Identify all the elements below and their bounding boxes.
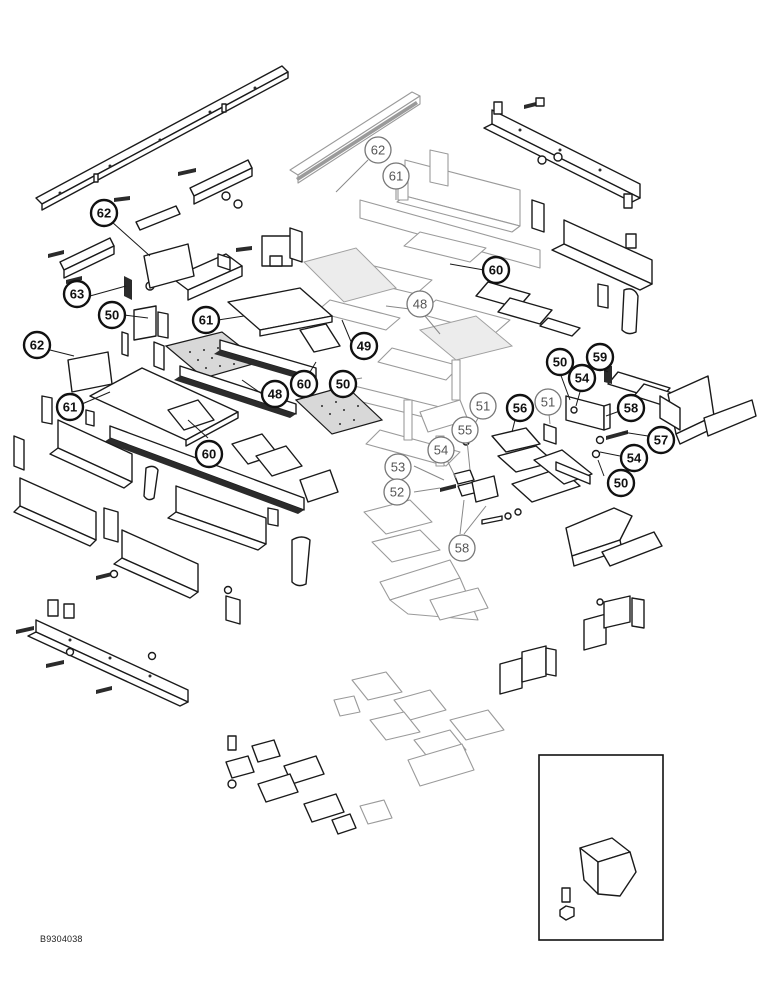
callout-50: 50 (328, 369, 358, 399)
callout-61: 61 (191, 305, 221, 335)
svg-text:50: 50 (105, 308, 119, 323)
callout-58: 58 (448, 534, 476, 562)
svg-text:59: 59 (593, 350, 607, 365)
svg-text:61: 61 (63, 400, 77, 415)
callout-60: 60 (481, 255, 511, 285)
upper-left-brackets (48, 159, 253, 300)
callout-54: 54 (567, 363, 597, 393)
lower-left-bolts (16, 569, 241, 694)
lower-left-bracket-group (225, 735, 357, 835)
callout-61: 61 (55, 392, 85, 422)
callout-51: 51 (534, 388, 562, 416)
svg-text:62: 62 (30, 338, 44, 353)
center-faded-assembly (363, 399, 489, 621)
center-right-hardware (440, 364, 628, 525)
top-center-channel (289, 91, 421, 184)
callout-61: 61 (382, 162, 410, 190)
callout-63: 63 (62, 279, 92, 309)
callout-56: 56 (505, 393, 535, 423)
callout-49: 49 (349, 331, 379, 361)
callout-60: 60 (289, 369, 319, 399)
svg-text:54: 54 (627, 451, 642, 466)
left-center-panels (113, 465, 339, 599)
cover-plate-62-left (67, 351, 113, 393)
svg-text:48: 48 (268, 387, 282, 402)
top-right-bolts (524, 97, 563, 165)
left-long-side-panel (13, 395, 133, 547)
svg-text:63: 63 (70, 287, 84, 302)
right-side-panel (531, 199, 653, 335)
callout-58: 58 (616, 393, 646, 423)
svg-text:54: 54 (434, 443, 448, 458)
svg-text:51: 51 (541, 395, 555, 410)
svg-text:48: 48 (413, 297, 427, 312)
callout-53: 53 (384, 453, 412, 481)
callout-62: 62 (89, 198, 119, 228)
svg-text:62: 62 (97, 206, 111, 221)
svg-text:58: 58 (624, 401, 638, 416)
callout-51: 51 (469, 392, 497, 420)
top-right-rail (483, 101, 641, 209)
lower-right-brackets (499, 507, 663, 695)
callout-50: 50 (606, 468, 636, 498)
svg-text:55: 55 (458, 423, 472, 438)
callout-62: 62 (22, 330, 52, 360)
svg-text:50: 50 (336, 377, 350, 392)
perforated-plate-right (303, 247, 514, 361)
svg-text:50: 50 (553, 355, 567, 370)
svg-text:61: 61 (389, 169, 403, 184)
svg-text:60: 60 (202, 447, 216, 462)
rear-frame-faded (315, 149, 541, 467)
svg-text:60: 60 (489, 263, 503, 278)
callout-48: 48 (260, 379, 290, 409)
perforated-plate-lower (294, 385, 384, 435)
small-plate-60-upper (299, 323, 341, 353)
svg-text:61: 61 (199, 313, 213, 328)
callout-48: 48 (406, 290, 434, 318)
svg-text:52: 52 (390, 485, 404, 500)
floor-plate-61-upper (227, 287, 333, 337)
cover-plate-62-upper (143, 243, 195, 289)
detail-inset-box (538, 754, 664, 941)
right-small-plates (475, 281, 581, 337)
left-corner-brackets (121, 227, 303, 371)
svg-text:56: 56 (513, 401, 527, 416)
svg-text:49: 49 (357, 339, 371, 354)
lower-bracket-group (333, 671, 505, 825)
svg-text:54: 54 (575, 371, 590, 386)
svg-text:62: 62 (371, 143, 385, 158)
svg-text:51: 51 (476, 399, 490, 414)
small-plates-60-lower (167, 399, 303, 477)
callout-60: 60 (194, 439, 224, 469)
callout-54: 54 (427, 436, 455, 464)
callout-50: 50 (545, 347, 575, 377)
callout-layer: 62 61 62 60 63 48 50 61 49 62 50 59 60 5… (22, 136, 676, 562)
callout-62: 62 (364, 136, 392, 164)
svg-text:60: 60 (297, 377, 311, 392)
callout-52: 52 (383, 478, 411, 506)
right-bracket-assembly (607, 371, 757, 445)
svg-text:58: 58 (455, 541, 469, 556)
callout-57: 57 (646, 425, 676, 455)
top-left-long-rail (35, 65, 289, 211)
callout-54: 54 (619, 443, 649, 473)
callout-50: 50 (97, 300, 127, 330)
svg-text:57: 57 (654, 433, 668, 448)
callout-55: 55 (451, 416, 479, 444)
svg-text:50: 50 (614, 476, 628, 491)
svg-text:53: 53 (391, 460, 405, 475)
drawing-code: B9304038 (40, 934, 83, 944)
callout-59: 59 (585, 342, 615, 372)
